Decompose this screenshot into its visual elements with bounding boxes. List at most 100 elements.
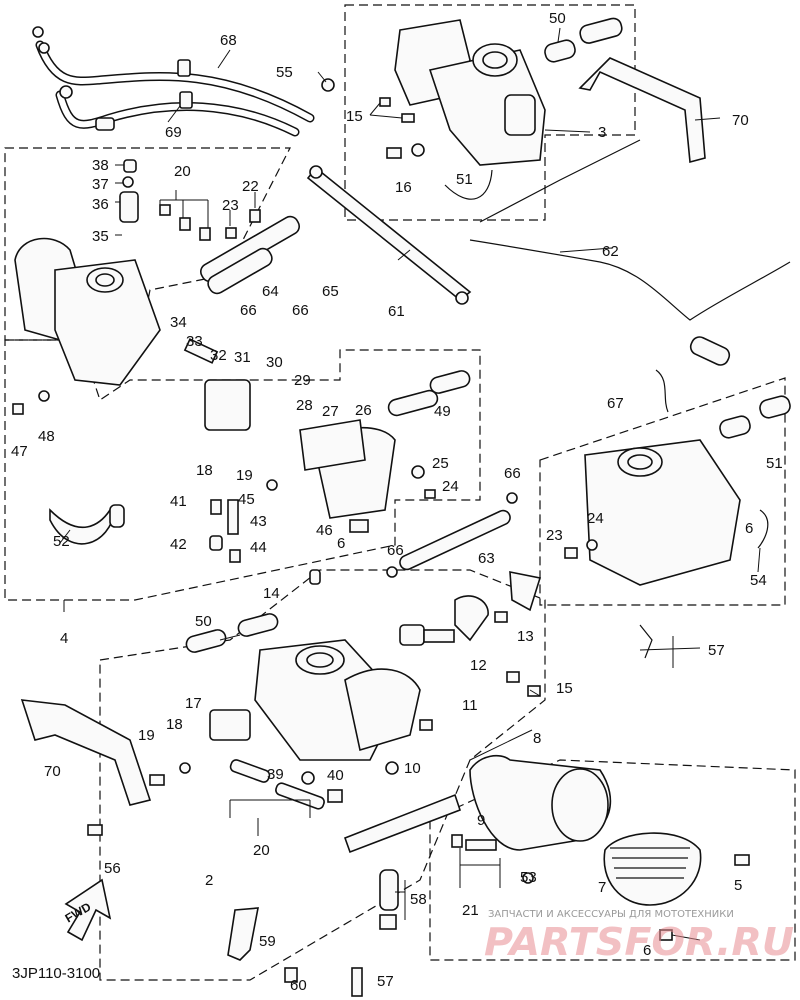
callout-label: 66: [387, 542, 404, 559]
callout-label: 13: [517, 628, 534, 645]
callout-label: 19: [236, 467, 253, 484]
callout-label: 32: [210, 347, 227, 364]
callout-label: 10: [404, 760, 421, 777]
callout-label: 29: [294, 372, 311, 389]
callout-label: 14: [263, 585, 280, 602]
callout-label: 34: [170, 314, 187, 331]
callout-label: 11: [462, 697, 478, 714]
callout-label: 53: [520, 869, 537, 886]
callout-label: 17: [185, 695, 202, 712]
callout-label: 15: [346, 108, 363, 125]
callout-label: 70: [732, 112, 749, 129]
callout-label: 56: [104, 860, 121, 877]
callout-label: 33: [186, 333, 203, 350]
leader-lines: [59, 27, 761, 941]
callout-label: 62: [602, 243, 619, 260]
callout-label: 20: [253, 842, 270, 859]
callout-label: 54: [750, 572, 767, 589]
callout-label: 61: [388, 303, 405, 320]
watermark-logo: PARTSFOR.RU: [484, 920, 794, 964]
callout-label: 20: [174, 163, 191, 180]
callout-label: 23: [546, 527, 563, 544]
callout-label: 36: [92, 196, 109, 213]
callout-label: 9: [477, 812, 485, 829]
callout-label: 46: [316, 522, 333, 539]
callout-label: 8: [533, 730, 541, 747]
callout-label: 43: [250, 513, 267, 530]
callout-label: 22: [242, 178, 259, 195]
document-code: 3JP110-3100: [12, 965, 100, 982]
callout-label: 21: [462, 902, 479, 919]
callout-label: 18: [196, 462, 213, 479]
callout-label: 12: [470, 657, 487, 674]
callout-label: 6: [643, 942, 651, 959]
callout-label: 25: [432, 455, 449, 472]
callout-label: 57: [708, 642, 725, 659]
callout-label: 39: [267, 766, 284, 783]
callout-label: 48: [38, 428, 55, 445]
callout-label: 23: [222, 197, 239, 214]
throttle-linkage: [306, 139, 791, 366]
callout-label: 16: [395, 179, 412, 196]
callout-label: 5: [734, 877, 742, 894]
callout-label: 6: [745, 520, 753, 537]
callout-label: 55: [276, 64, 293, 81]
callout-labels: 2 3 4 5 6 6 6 7 8 9 10 11 12 13 14 15 15…: [11, 10, 783, 994]
watermark: ЗАПЧАСТИ И АКСЕССУАРЫ ДЛЯ МОТОТЕХНИКИ PA…: [484, 909, 794, 964]
callout-label: 50: [195, 613, 212, 630]
carburetor-assembly-right: [386, 369, 791, 659]
callout-label: 15: [556, 680, 573, 697]
callout-label: 28: [296, 397, 313, 414]
callout-label: 37: [92, 176, 109, 193]
callout-label: 4: [60, 630, 68, 647]
callout-label: 42: [170, 536, 187, 553]
callout-label: 50: [549, 10, 566, 27]
callout-label: 58: [410, 891, 427, 908]
callout-label: 67: [607, 395, 624, 412]
fwd-arrow: FWD: [63, 878, 112, 942]
carburetor-assembly-bottom: [20, 569, 542, 997]
callout-label: 44: [250, 539, 267, 556]
callout-label: 2: [205, 872, 213, 889]
callout-label: 41: [170, 493, 187, 510]
diaphragm-group: [379, 754, 750, 941]
carburetor-assembly-left: [12, 159, 301, 545]
callout-label: 35: [92, 228, 109, 245]
callout-label: 24: [442, 478, 459, 495]
callout-label: 27: [322, 403, 339, 420]
callout-label: 66: [292, 302, 309, 319]
callout-label: 18: [166, 716, 183, 733]
callout-label: 30: [266, 354, 283, 371]
callout-label: 51: [766, 455, 783, 472]
callout-label: 70: [44, 763, 61, 780]
callout-label: 31: [234, 349, 251, 366]
callout-label: 52: [53, 533, 70, 550]
watermark-caption: ЗАПЧАСТИ И АКСЕССУАРЫ ДЛЯ МОТОТЕХНИКИ: [488, 909, 734, 920]
callout-label: 69: [165, 124, 182, 141]
callout-label: 63: [478, 550, 495, 567]
callout-label: 64: [262, 283, 279, 300]
callout-label: 24: [587, 510, 604, 527]
callout-label: 19: [138, 727, 155, 744]
carburetor-assembly-top: [321, 17, 623, 200]
callout-label: 6: [337, 535, 345, 552]
callout-label: 49: [434, 403, 451, 420]
callout-label: 59: [259, 933, 276, 950]
callout-label: 66: [240, 302, 257, 319]
callout-label: 40: [327, 767, 344, 784]
callout-label: 45: [238, 491, 255, 508]
callout-label: 38: [92, 157, 109, 174]
callout-label: 66: [504, 465, 521, 482]
callout-label: 65: [322, 283, 339, 300]
callout-label: 26: [355, 402, 372, 419]
callout-label: 51: [456, 171, 473, 188]
fuel-hoses: [32, 26, 315, 137]
callout-label: 3: [598, 124, 606, 141]
callout-label: 68: [220, 32, 237, 49]
callout-label: 7: [598, 879, 606, 896]
bracket-70-top: [578, 57, 706, 164]
center-small-parts: [183, 338, 471, 563]
callout-label: 60: [290, 977, 307, 994]
callout-label: 57: [377, 973, 394, 990]
